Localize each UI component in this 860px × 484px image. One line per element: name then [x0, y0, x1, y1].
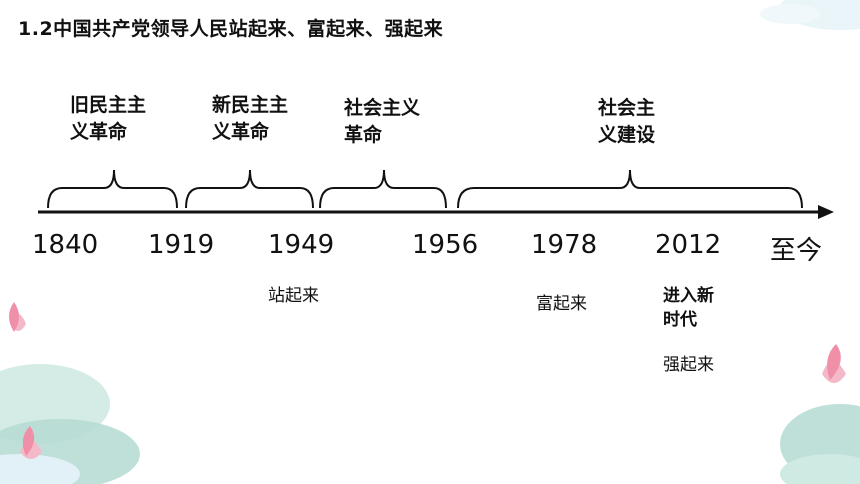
note-new-era: 进入新 时代 [663, 284, 714, 332]
note-new-era-line: 时代 [663, 310, 697, 330]
bottom-right-lotus-decoration [780, 344, 860, 484]
period-brace-socialist-construction [457, 169, 803, 209]
period-label-line: 旧民主主 [70, 94, 147, 116]
period-label-line: 革命 [344, 124, 383, 146]
period-brace-new-democratic [185, 169, 314, 209]
period-brace-old-democratic [47, 169, 178, 209]
period-label-line: 义革命 [70, 121, 128, 143]
year-label-1919: 1919 [148, 230, 215, 260]
year-label-2012: 2012 [655, 230, 722, 260]
period-brace-socialist-revolution [319, 169, 447, 209]
period-label-line: 义建设 [598, 124, 656, 146]
year-label-present: 至今 [770, 236, 823, 266]
year-label-1978: 1978 [531, 230, 598, 260]
period-label-old-democratic: 旧民主主 义革命 [70, 92, 146, 146]
period-label-line: 新民主主 [212, 94, 289, 116]
period-label-line: 社会主 [598, 97, 656, 119]
note-new-era-line: 进入新 [663, 286, 714, 306]
timeline-axis [38, 205, 834, 219]
note-get-strong: 强起来 [663, 355, 714, 375]
bottom-left-lotus-decoration [0, 302, 140, 484]
year-label-1956: 1956 [412, 230, 479, 260]
year-label-1840: 1840 [32, 230, 99, 260]
note-stand-up: 站起来 [268, 286, 319, 306]
period-label-line: 社会主义 [344, 97, 421, 119]
page-title: 1.2中国共产党领导人民站起来、富起来、强起来 [18, 18, 444, 40]
period-label-new-democratic: 新民主主 义革命 [212, 92, 288, 146]
period-label-line: 义革命 [212, 121, 270, 143]
year-label-1949: 1949 [268, 230, 335, 260]
period-label-socialist-construction: 社会主 义建设 [598, 95, 655, 149]
period-label-socialist-revolution: 社会主义 革命 [344, 95, 420, 149]
note-get-rich: 富起来 [536, 294, 587, 314]
